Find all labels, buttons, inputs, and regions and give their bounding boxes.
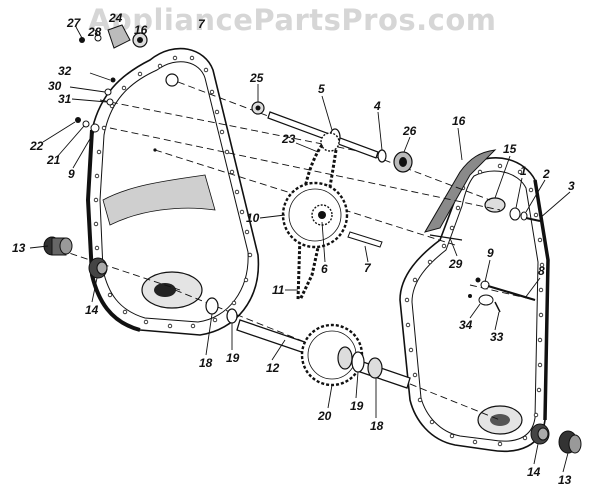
callout-5: 5 (318, 82, 325, 96)
callout-30: 30 (48, 79, 62, 93)
upper-sprocket (320, 132, 340, 152)
callout-7-mid: 7 (364, 261, 372, 275)
callout-4: 4 (373, 99, 381, 113)
lower-sprocket-20 (300, 323, 364, 387)
washer-19 (226, 308, 238, 324)
callout-15: 15 (503, 142, 517, 156)
callout-19-right: 19 (350, 399, 364, 413)
callout-16-top: 16 (134, 23, 148, 37)
bushing-13-right (558, 430, 582, 454)
callout-21: 21 (46, 153, 61, 167)
callout-14-left: 14 (85, 303, 99, 317)
callout-18-right: 18 (370, 419, 384, 433)
bearing-14-left (88, 257, 108, 279)
callout-16-right: 16 (452, 114, 466, 128)
callout-13-right: 13 (558, 473, 572, 487)
callout-9-right: 9 (487, 246, 494, 260)
callout-6: 6 (321, 262, 328, 276)
callout-7-top: 7 (198, 17, 206, 31)
callout-18-left: 18 (199, 356, 213, 370)
callout-31: 31 (58, 92, 72, 106)
callout-27: 27 (66, 16, 82, 30)
callout-22: 22 (29, 139, 44, 153)
callout-25: 25 (249, 71, 264, 85)
callout-8: 8 (538, 264, 545, 278)
callout-9-left: 9 (68, 167, 75, 181)
bearing-26 (393, 151, 413, 173)
callout-34: 34 (459, 318, 473, 332)
callout-24: 24 (108, 11, 123, 25)
right-top-hardware (429, 207, 541, 241)
assembly-guide-lines (59, 81, 536, 421)
callout-23: 23 (281, 132, 296, 146)
leader-lines (29, 26, 571, 473)
callout-11: 11 (272, 283, 285, 297)
callout-19-left: 19 (226, 351, 240, 365)
bearing-25 (251, 101, 265, 115)
lower-hub-collars (337, 346, 383, 379)
pin-7 (347, 231, 383, 248)
gasket-strip (423, 149, 497, 233)
right-mid-hardware (468, 277, 536, 313)
callout-12: 12 (266, 361, 280, 375)
sprocket-10 (281, 181, 349, 249)
callout-labels: 27 28 24 16 7 32 30 31 25 5 4 26 16 15 1… (12, 11, 575, 487)
left-chain-case-housing (85, 47, 260, 336)
callout-2: 2 (542, 167, 550, 181)
callout-3: 3 (568, 179, 575, 193)
right-chain-case-housing (399, 157, 550, 452)
callout-29: 29 (448, 257, 463, 271)
callout-28: 28 (87, 25, 102, 39)
bearing-14-right (530, 423, 550, 445)
callout-33: 33 (490, 330, 504, 344)
callout-32: 32 (58, 64, 72, 78)
watermark-text: AppliancePartsPros.com (88, 3, 496, 37)
bushing-13-left (43, 236, 73, 256)
callout-13-left: 13 (12, 241, 26, 255)
top-left-hardware (75, 24, 148, 133)
callout-14-right: 14 (527, 465, 541, 479)
callout-1: 1 (520, 164, 527, 178)
callout-20: 20 (317, 409, 332, 423)
callout-10: 10 (246, 211, 260, 225)
callout-26: 26 (402, 124, 417, 138)
washer-18 (205, 297, 219, 315)
washer-4 (377, 149, 387, 163)
